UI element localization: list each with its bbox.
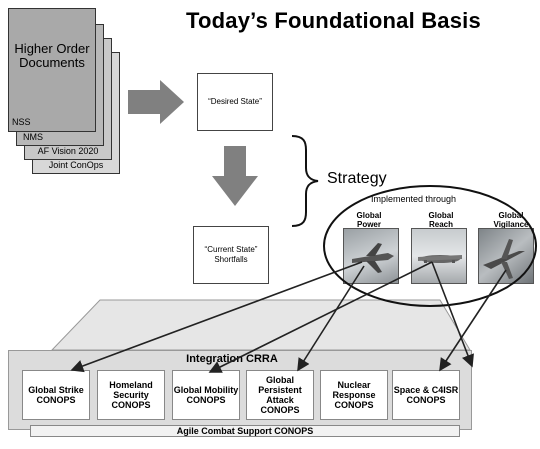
capability-label-global-power: Global Power bbox=[356, 211, 382, 229]
agile-combat-support-bar: Agile Combat Support CONOPS bbox=[30, 425, 460, 437]
doc-nms-label: NMS bbox=[23, 132, 43, 142]
desired-state-label: “Desired State” bbox=[208, 97, 262, 106]
doc-joint-conops-label: Joint ConOps bbox=[48, 160, 104, 170]
fighter-jet-icon bbox=[352, 243, 394, 273]
conops-homeland-security: Homeland Security CONOPS bbox=[97, 370, 165, 420]
conops-global-persistent-attack: Global Persistent Attack CONOPS bbox=[246, 370, 314, 420]
conops-space-c4isr: Space & C4ISR CONOPS bbox=[392, 370, 460, 420]
capabilities-ellipse bbox=[323, 185, 537, 307]
arrow-power-to-persistent bbox=[297, 265, 365, 372]
doc-higher-order: Higher Order Documents NSS bbox=[8, 8, 96, 132]
doc-higher-order-title: Higher Order Documents bbox=[14, 41, 90, 70]
global-power-photo bbox=[343, 228, 399, 284]
implemented-through-label: Implemented through bbox=[371, 194, 457, 204]
arrow-vigilance-from-reach bbox=[431, 261, 474, 368]
strategy-label: Strategy bbox=[327, 170, 387, 187]
cargo-aircraft-icon bbox=[418, 255, 462, 263]
platform-perspective bbox=[50, 299, 471, 351]
conops-nuclear-response: Nuclear Response CONOPS bbox=[320, 370, 388, 420]
block-arrow-right bbox=[128, 80, 184, 124]
curly-brace bbox=[291, 135, 319, 227]
arrow-power-to-strike bbox=[70, 261, 363, 373]
page-title: Today’s Foundational Basis bbox=[186, 8, 481, 33]
current-state-box: “Current State” Shortfalls bbox=[193, 226, 269, 284]
block-arrow-down bbox=[212, 146, 258, 206]
global-reach-photo bbox=[411, 228, 467, 284]
capability-label-global-vigilance: Global Vigilance bbox=[493, 211, 529, 229]
desired-state-box: “Desired State” bbox=[197, 73, 273, 131]
capability-label-global-reach: Global Reach bbox=[428, 211, 454, 229]
surveillance-aircraft-icon bbox=[483, 239, 525, 279]
doc-af-vision-label: AF Vision 2020 bbox=[37, 146, 99, 156]
conops-global-mobility: Global Mobility CONOPS bbox=[172, 370, 240, 420]
arrow-vigilance-to-space bbox=[439, 269, 507, 372]
conops-global-strike: Global Strike CONOPS bbox=[22, 370, 90, 420]
arrow-reach-to-mobility bbox=[208, 261, 433, 373]
current-state-label: “Current State” Shortfalls bbox=[204, 245, 258, 264]
doc-nss-label: NSS bbox=[12, 117, 31, 127]
global-vigilance-photo bbox=[478, 228, 534, 284]
